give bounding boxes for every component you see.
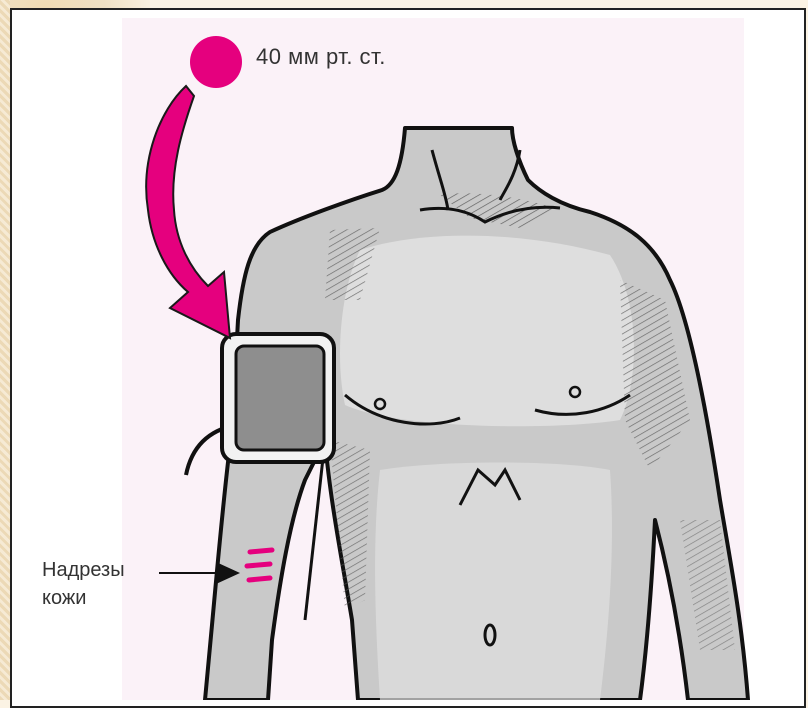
incisions-label-line2: кожи (42, 584, 125, 612)
pressure-label: 40 мм рт. ст. (256, 44, 386, 70)
pressure-marker-dot (190, 36, 242, 88)
incisions-label-line1: Надрезы (42, 556, 125, 584)
incisions-label: Надрезы кожи (42, 556, 125, 612)
abdomen-highlight (375, 463, 612, 701)
curved-arrow-icon (146, 86, 230, 338)
pressure-cuff-bladder (236, 346, 324, 450)
chest-highlight (340, 236, 634, 427)
